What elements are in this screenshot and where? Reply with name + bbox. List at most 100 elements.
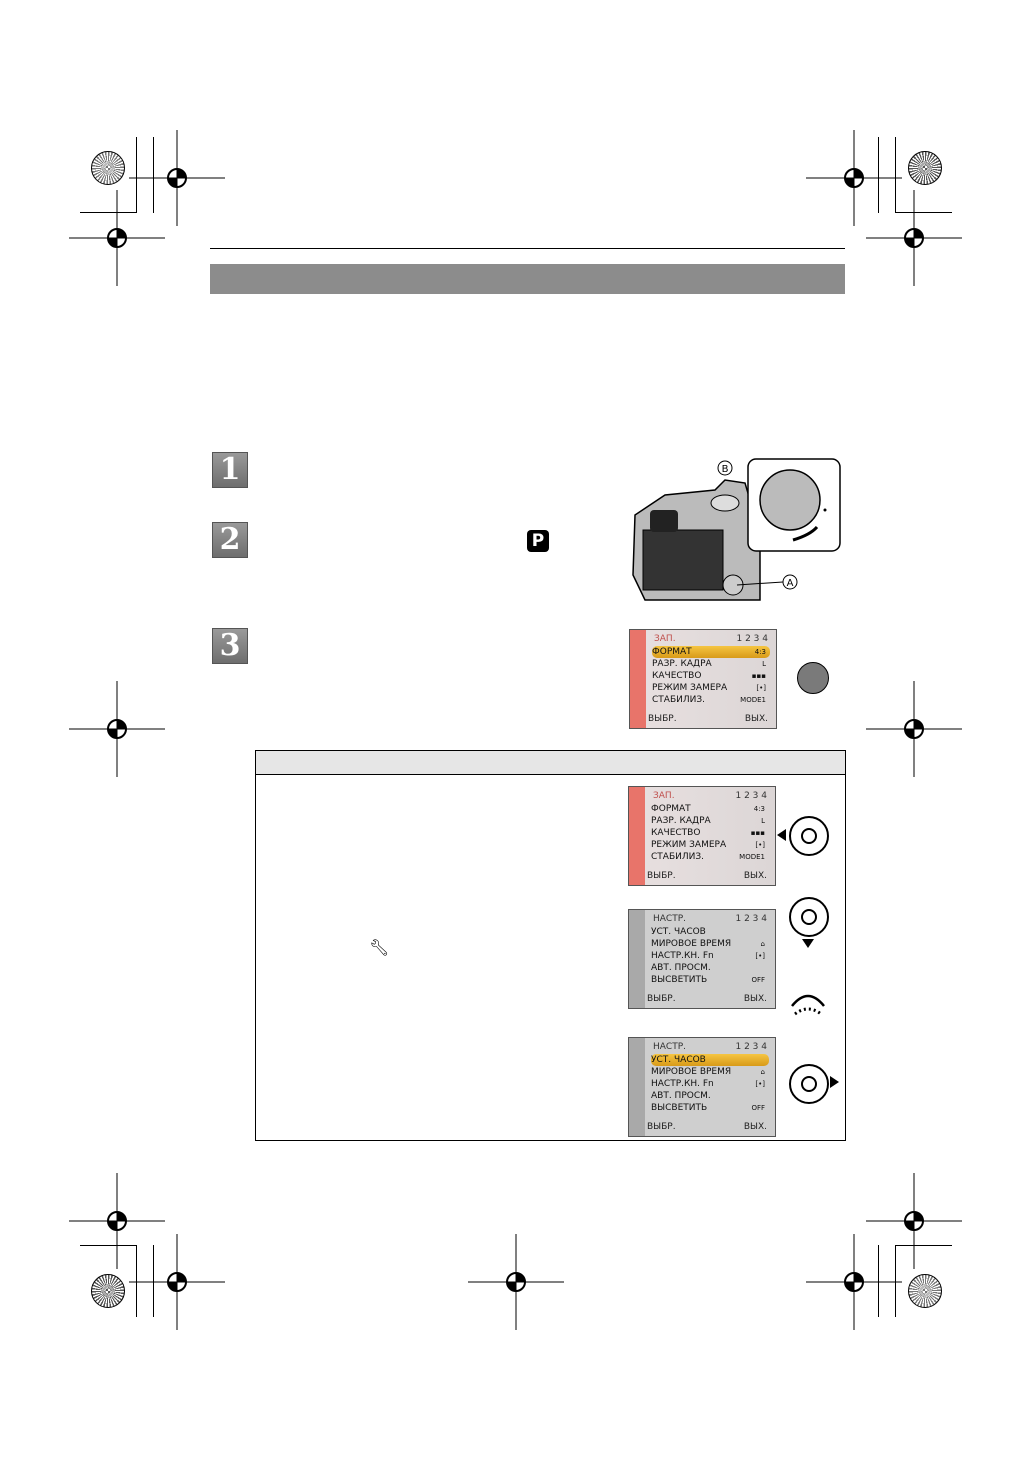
menu-item-label: АВТ. ПРОСМ.: [651, 1091, 711, 1101]
crop-line: [895, 1245, 952, 1246]
menu-item: АВТ. ПРОСМ.: [651, 962, 769, 974]
program-mode-icon: P: [527, 530, 549, 552]
menu-tab-sidebar: [629, 787, 645, 885]
menu-item: РЕЖИМ ЗАМЕРА [•]: [652, 682, 770, 694]
procedure-table: [255, 750, 846, 1141]
rear-dial-icon: [791, 994, 825, 1016]
menu-page-indicator: 1 2 3 4: [735, 914, 768, 924]
menu-item: УСТ. ЧАСОВ: [651, 1054, 769, 1066]
menu-item-value: L: [761, 817, 765, 825]
menu-footer: ВЫБР.ВЫХ.: [648, 714, 768, 724]
menu-item-value: 4:3: [753, 805, 765, 813]
menu-footer: ВЫБР.ВЫХ.: [647, 1122, 767, 1132]
menu-item-label: КАЧЕСТВО: [652, 671, 702, 681]
cursor-button-left-icon: [789, 816, 829, 856]
menu-item-label: НАСТР.КН. Fn: [651, 951, 714, 961]
menu-item-label: РЕЖИМ ЗАМЕРА: [651, 840, 727, 850]
section-header-bar: [210, 264, 845, 294]
registration-mark: [866, 681, 962, 777]
menu-title: ЗАП.: [653, 791, 675, 801]
color-target-mark: [908, 151, 942, 185]
menu-item-label: УСТ. ЧАСОВ: [651, 927, 706, 937]
menu-item-value: ▪▪▪: [751, 672, 766, 680]
menu-item-label: НАСТР.КН. Fn: [651, 1079, 714, 1089]
menu-title: НАСТР.: [653, 914, 686, 924]
menu-item-label: МИРОВОЕ ВРЕМЯ: [651, 1067, 732, 1077]
wrench-icon: 🔧︎: [369, 938, 390, 957]
menu-item-label: РАЗР. КАДРА: [652, 659, 712, 669]
arrow-right-icon: [830, 1076, 839, 1088]
crop-line: [895, 212, 952, 213]
label-a: A: [787, 578, 794, 589]
menu-item-label: РАЗР. КАДРА: [651, 816, 711, 826]
menu-item-label: ВЫСВЕТИТЬ: [651, 1103, 708, 1113]
registration-mark: [866, 1173, 962, 1269]
menu-item-value: L: [762, 660, 766, 668]
color-target-mark: [91, 1274, 125, 1308]
menu-tab-sidebar: [629, 1038, 645, 1136]
crop-line: [153, 1245, 154, 1317]
menu-item-value: MODE1: [740, 696, 766, 704]
registration-mark: [69, 1173, 165, 1269]
menu-item-value: [•]: [756, 684, 766, 692]
crop-line: [80, 1245, 137, 1246]
menu-item-value: [•]: [755, 841, 765, 849]
menu-item-value: OFF: [751, 1104, 765, 1112]
menu-item-label: ВЫСВЕТИТЬ: [651, 975, 708, 985]
menu-footer: ВЫБР.ВЫХ.: [647, 871, 767, 881]
menu-select-hint: ВЫБР.: [648, 714, 677, 724]
top-rule: [210, 248, 845, 249]
registration-mark: [69, 681, 165, 777]
menu-item: КАЧЕСТВО ▪▪▪: [652, 670, 770, 682]
menu-page-indicator: 1 2 3 4: [735, 1042, 768, 1052]
menu-item-label: ФОРМАТ: [651, 804, 691, 814]
label-b: B: [722, 464, 729, 475]
menu-select-hint: ВЫБР.: [647, 1122, 676, 1132]
menu-footer: ВЫБР.ВЫХ.: [647, 994, 767, 1004]
registration-mark: [129, 130, 225, 226]
menu-item-value: ⌂: [760, 1068, 765, 1076]
menu-item: МИРОВОЕ ВРЕМЯ ⌂: [651, 1066, 769, 1078]
step-2-badge: 2: [212, 522, 248, 558]
menu-select-hint: ВЫБР.: [647, 994, 676, 1004]
menu-item: НАСТР.КН. Fn [•]: [651, 950, 769, 962]
registration-mark: [468, 1234, 564, 1330]
registration-mark: [129, 1234, 225, 1330]
menu-item: РАЗР. КАДРА L: [652, 658, 770, 670]
menu-tab-sidebar: [630, 630, 646, 728]
menu-item: МИРОВОЕ ВРЕМЯ⌂: [651, 938, 769, 950]
menu-page-indicator: 1 2 3 4: [736, 634, 769, 644]
step-3-badge: 3: [212, 628, 248, 664]
menu-title: ЗАП.: [654, 634, 676, 644]
menu-item-label: РЕЖИМ ЗАМЕРА: [652, 683, 728, 693]
color-target-mark: [908, 1274, 942, 1308]
step-1-badge: 1: [212, 452, 248, 488]
menu-item: РЕЖИМ ЗАМЕРА [•]: [651, 839, 769, 851]
menu-item-label: СТАБИЛИЗ.: [652, 695, 705, 705]
crop-line: [136, 1245, 137, 1317]
crop-line: [895, 137, 896, 213]
menu-item-value: [•]: [755, 952, 765, 960]
crop-line: [878, 1245, 879, 1317]
camera-illustration: B A: [632, 458, 841, 601]
menu-item-value: ⌂: [760, 940, 765, 948]
color-target-mark: [91, 151, 125, 185]
crop-line: [80, 212, 137, 213]
menu-item: СТАБИЛИЗ.MODE1: [651, 851, 769, 863]
menu-item-label: КАЧЕСТВО: [651, 828, 701, 838]
menu-item-label: УСТ. ЧАСОВ: [651, 1055, 706, 1065]
menu-item-label: ФОРМАТ: [652, 647, 692, 657]
registration-mark: [866, 190, 962, 286]
crop-line: [895, 1245, 896, 1317]
menu-item-value: ▪▪▪: [750, 829, 765, 837]
menu-set-button-icon: [797, 662, 829, 694]
menu-page-indicator: 1 2 3 4: [735, 791, 768, 801]
menu-tab-sidebar: [629, 910, 645, 1008]
menu-item: ФОРМАТ 4:3: [651, 803, 769, 815]
